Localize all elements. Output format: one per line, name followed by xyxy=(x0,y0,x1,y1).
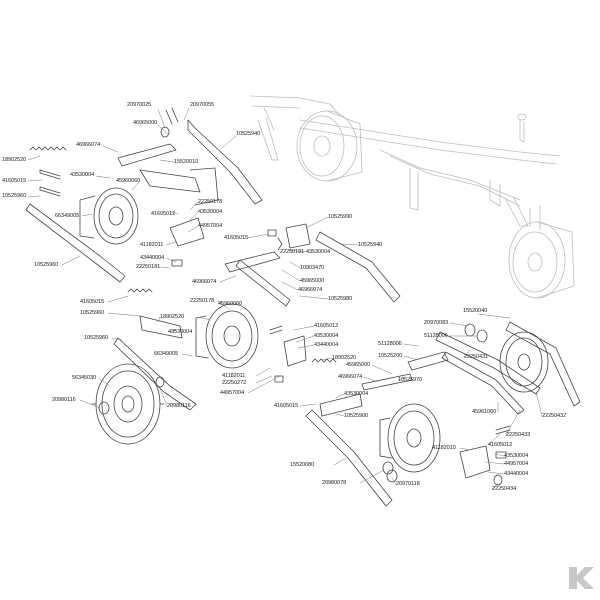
part-label: 10525960 xyxy=(2,193,27,199)
assembly-a xyxy=(25,107,263,283)
part-label: 10525960 xyxy=(80,310,105,316)
part-label: 41605012 xyxy=(314,323,339,329)
part-label: 22250432 xyxy=(542,413,567,419)
part-label: 41605012 xyxy=(151,211,176,217)
part-label: 46966074 xyxy=(192,279,217,285)
part-label: 10525970 xyxy=(398,377,423,383)
part-label: 15520080 xyxy=(290,462,315,468)
part-label: 43440004 xyxy=(140,255,165,261)
part-label: 18902520 xyxy=(160,314,185,320)
background-machine xyxy=(249,95,575,299)
part-label: 66349005 xyxy=(55,213,80,219)
k-logo-icon xyxy=(569,567,594,589)
part-label: 44957004 xyxy=(504,461,529,467)
part-label: 10525200 xyxy=(378,353,403,359)
part-label: 51128006 xyxy=(424,333,448,339)
part-label: 46966074 xyxy=(298,287,323,293)
part-label: 44957004 xyxy=(198,223,223,229)
part-label: 45961060 xyxy=(472,409,497,415)
leader-lines xyxy=(27,107,543,490)
assembly-b xyxy=(113,223,401,411)
part-label: 20980116 xyxy=(167,403,191,409)
part-label: 43440004 xyxy=(314,342,339,348)
assembly-c xyxy=(91,363,165,445)
part-label: 41182010 xyxy=(432,445,456,451)
part-label: 41182011 xyxy=(222,373,246,379)
part-label: 41605015 xyxy=(224,235,249,241)
part-label: 10525900 xyxy=(344,413,369,419)
part-label: 46966074 xyxy=(76,142,101,148)
part-label: 10903470 xyxy=(300,265,325,271)
part-label: 22250272 xyxy=(222,380,247,386)
part-label: 66349005 xyxy=(154,351,179,357)
part-label: 41182011 xyxy=(140,242,164,248)
part-label: 10525990 xyxy=(328,214,353,220)
part-label: 45960060 xyxy=(116,178,141,184)
part-label: 10525980 xyxy=(328,296,353,302)
part-label: 43530004 xyxy=(344,391,369,397)
part-label: 15520040 xyxy=(463,308,488,314)
part-label: 18902520 xyxy=(332,355,357,361)
part-label: 22250181 xyxy=(136,264,161,270)
part-label: 41605015 xyxy=(2,178,27,184)
part-label: 46965000 xyxy=(133,120,158,126)
part-label: 22250181 xyxy=(280,249,305,255)
part-label: 22250431 xyxy=(464,354,489,360)
part-label: 22250434 xyxy=(492,486,517,492)
part-label: 22250178 xyxy=(198,199,223,205)
part-label: 20970025 xyxy=(127,102,152,108)
part-label: 20980116 xyxy=(52,397,76,403)
part-label: 22250178 xyxy=(190,298,215,304)
part-label: 44957004 xyxy=(220,390,245,396)
part-label: 41605012 xyxy=(488,442,513,448)
part-label: 45960060 xyxy=(218,301,243,307)
part-label: 45965000 xyxy=(300,278,325,284)
part-label: 43530004 xyxy=(314,333,339,339)
part-label: 43530004 xyxy=(168,329,193,335)
part-label: 20970083 xyxy=(424,320,449,326)
part-label: 15520010 xyxy=(174,159,199,165)
part-label: 18902520 xyxy=(2,157,27,163)
part-label: 20970055 xyxy=(190,102,215,108)
assembly-d xyxy=(305,321,581,507)
part-label: 10525940 xyxy=(358,242,383,248)
part-label: 43530004 xyxy=(504,453,529,459)
part-label: 43530004 xyxy=(198,209,223,215)
part-label: 41605015 xyxy=(80,299,105,305)
part-label: 41605015 xyxy=(274,403,299,409)
part-label: 43530004 xyxy=(306,249,331,255)
part-label: 56345030 xyxy=(72,375,97,381)
part-label: 51128006 xyxy=(378,341,402,347)
part-label: 20970118 xyxy=(396,481,420,487)
part-label: 20980078 xyxy=(322,480,347,486)
part-label: 10525960 xyxy=(34,262,59,268)
part-label: 43530004 xyxy=(70,172,95,178)
part-label: 22250433 xyxy=(506,432,531,438)
part-label: 43440004 xyxy=(504,471,529,477)
part-label: 10525960 xyxy=(84,335,109,341)
part-label: 45965000 xyxy=(346,362,371,368)
part-label: 46966074 xyxy=(338,374,363,380)
part-label: 10525940 xyxy=(236,131,261,137)
